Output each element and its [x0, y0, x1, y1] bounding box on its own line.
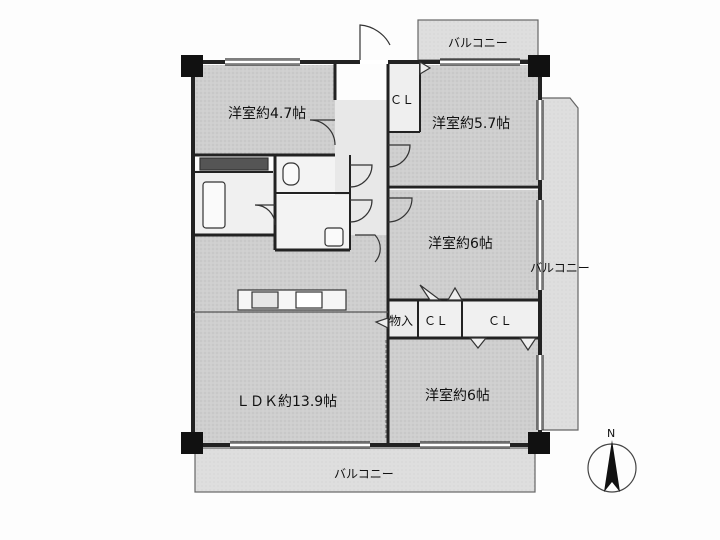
label-bedroom-se: 洋室約6帖 [425, 387, 490, 404]
room-storage [388, 300, 418, 338]
label-cl-top: ＣＬ [390, 93, 414, 107]
windows [225, 58, 544, 449]
label-cl-mid: ＣＬ [424, 314, 448, 328]
room-ldk [193, 235, 388, 445]
label-balcony-bottom: バルコニー [334, 467, 394, 481]
label-balcony-right: バルコニー [530, 261, 590, 275]
label-bedroom-ne: 洋室約5.7帖 [432, 115, 510, 132]
washbasin [324, 227, 344, 247]
stove [251, 291, 279, 309]
label-balcony-top: バルコニー [448, 36, 508, 50]
north-arrow-icon [604, 440, 620, 492]
toilet [282, 162, 300, 186]
label-cl-right: ＣＬ [488, 314, 512, 328]
label-storage: 物入 [389, 314, 413, 328]
balcony-bottom [194, 447, 536, 493]
room-bedroom-nw [193, 65, 335, 155]
label-bedroom-nw: 洋室約4.7帖 [228, 105, 306, 122]
label-bedroom-mid: 洋室約6帖 [428, 235, 493, 252]
fixtures [199, 157, 347, 311]
compass-north-label: N [607, 427, 615, 440]
room-bedroom-mid [388, 190, 540, 302]
room-labels: 洋室約4.7帖 洋室約5.7帖 洋室約6帖 洋室約6帖 ＬＤＫ約13.9帖 ＣＬ… [228, 36, 590, 481]
kitchen-sink [295, 291, 323, 309]
bathtub [202, 181, 226, 229]
room-bedroom-se [388, 335, 540, 445]
room-areas [193, 62, 540, 445]
storage-shelf [199, 157, 269, 171]
label-ldk: ＬＤＫ約13.9帖 [236, 394, 337, 410]
balcony-areas [194, 19, 579, 493]
balcony-top [417, 19, 539, 61]
room-cl-top [388, 62, 420, 132]
room-cl-right [462, 300, 540, 338]
room-cl-mid [418, 300, 462, 338]
doors [254, 24, 538, 440]
columns [181, 55, 550, 454]
compass: N [587, 427, 637, 493]
